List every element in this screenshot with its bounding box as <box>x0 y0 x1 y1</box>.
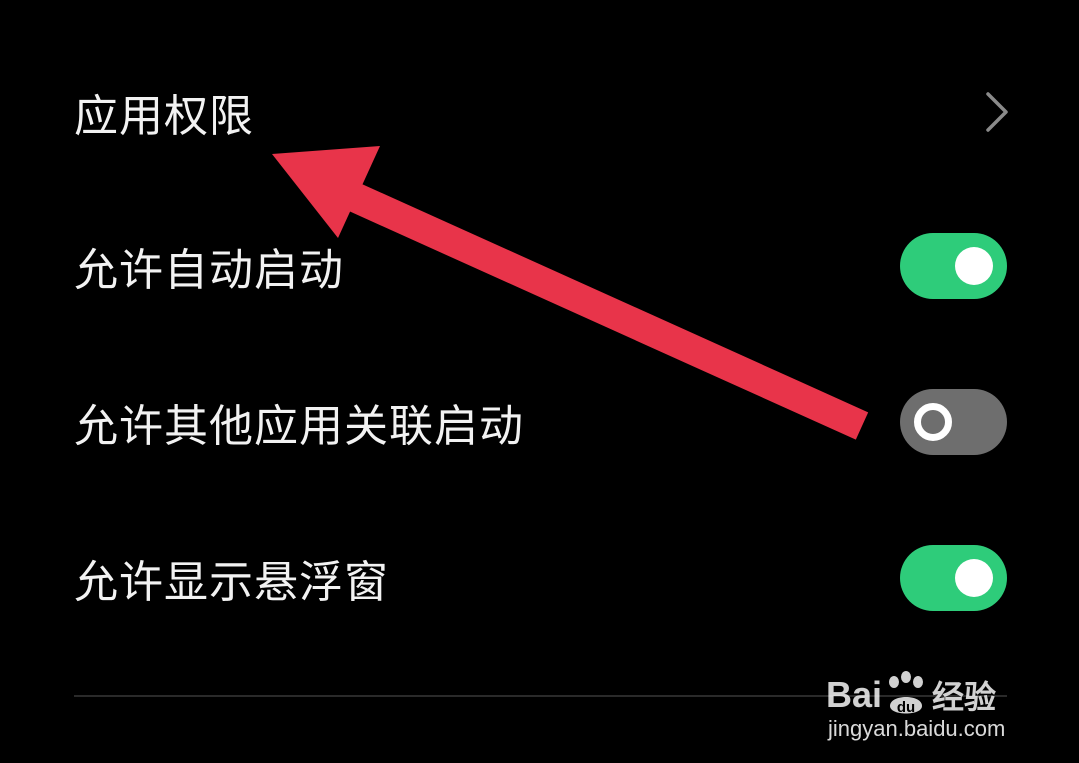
settings-item-floating-window: 允许显示悬浮窗 <box>0 518 1079 638</box>
watermark-logo-text: 经验 <box>932 679 997 715</box>
toggle-knob <box>914 403 952 441</box>
auto-start-toggle[interactable] <box>900 233 1007 299</box>
floating-window-toggle[interactable] <box>900 545 1007 611</box>
settings-item-app-permissions[interactable]: 应用权限 <box>0 52 1079 172</box>
settings-item-label: 允许显示悬浮窗 <box>74 557 389 608</box>
baidu-jingyan-watermark: Bai du 经验 jingyan.baidu.com <box>826 646 1036 746</box>
chevron-right-icon <box>986 92 1008 132</box>
settings-item-label: 允许自动启动 <box>74 245 344 296</box>
associated-start-toggle[interactable] <box>900 389 1007 455</box>
settings-item-label: 允许其他应用关联启动 <box>74 401 524 452</box>
toggle-knob <box>955 247 993 285</box>
baidu-paw-icon: du <box>884 670 928 720</box>
toggle-knob <box>955 559 993 597</box>
settings-item-label: 应用权限 <box>74 91 254 142</box>
settings-item-associated-start: 允许其他应用关联启动 <box>0 362 1079 482</box>
watermark-url: jingyan.baidu.com <box>828 716 1006 741</box>
watermark-logo-text: Bai <box>826 674 883 715</box>
watermark-paw-text: du <box>897 699 915 716</box>
divider <box>74 695 1007 697</box>
settings-item-auto-start: 允许自动启动 <box>0 206 1079 326</box>
watermark-logo: Bai du 经验 <box>826 670 996 720</box>
